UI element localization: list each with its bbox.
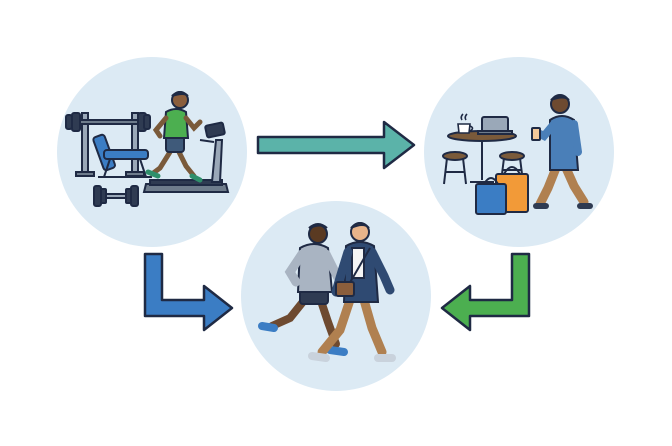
cafe-shopping-node [424, 57, 614, 247]
treadmill-icon [142, 121, 230, 193]
bent-arrow-down-left-icon [440, 252, 531, 332]
walking-man-coffee-figure [531, 94, 593, 209]
weight-bench-icon [92, 133, 152, 178]
treadmill-runner-figure [145, 91, 203, 183]
bar-stool-left-icon [442, 151, 468, 185]
dumbbell-icon [93, 185, 139, 207]
laptop-icon [477, 116, 513, 135]
gym-node [57, 57, 247, 247]
bent-arrow-down-right-icon [143, 252, 234, 332]
outdoor-exercise-node [241, 201, 431, 391]
coffee-cup-icon [457, 113, 474, 134]
walking-man-bag-figure [308, 222, 396, 362]
weight-rack-icon [65, 112, 151, 177]
arrow-right-icon [256, 120, 416, 170]
shopping-bags-icon [475, 166, 529, 215]
